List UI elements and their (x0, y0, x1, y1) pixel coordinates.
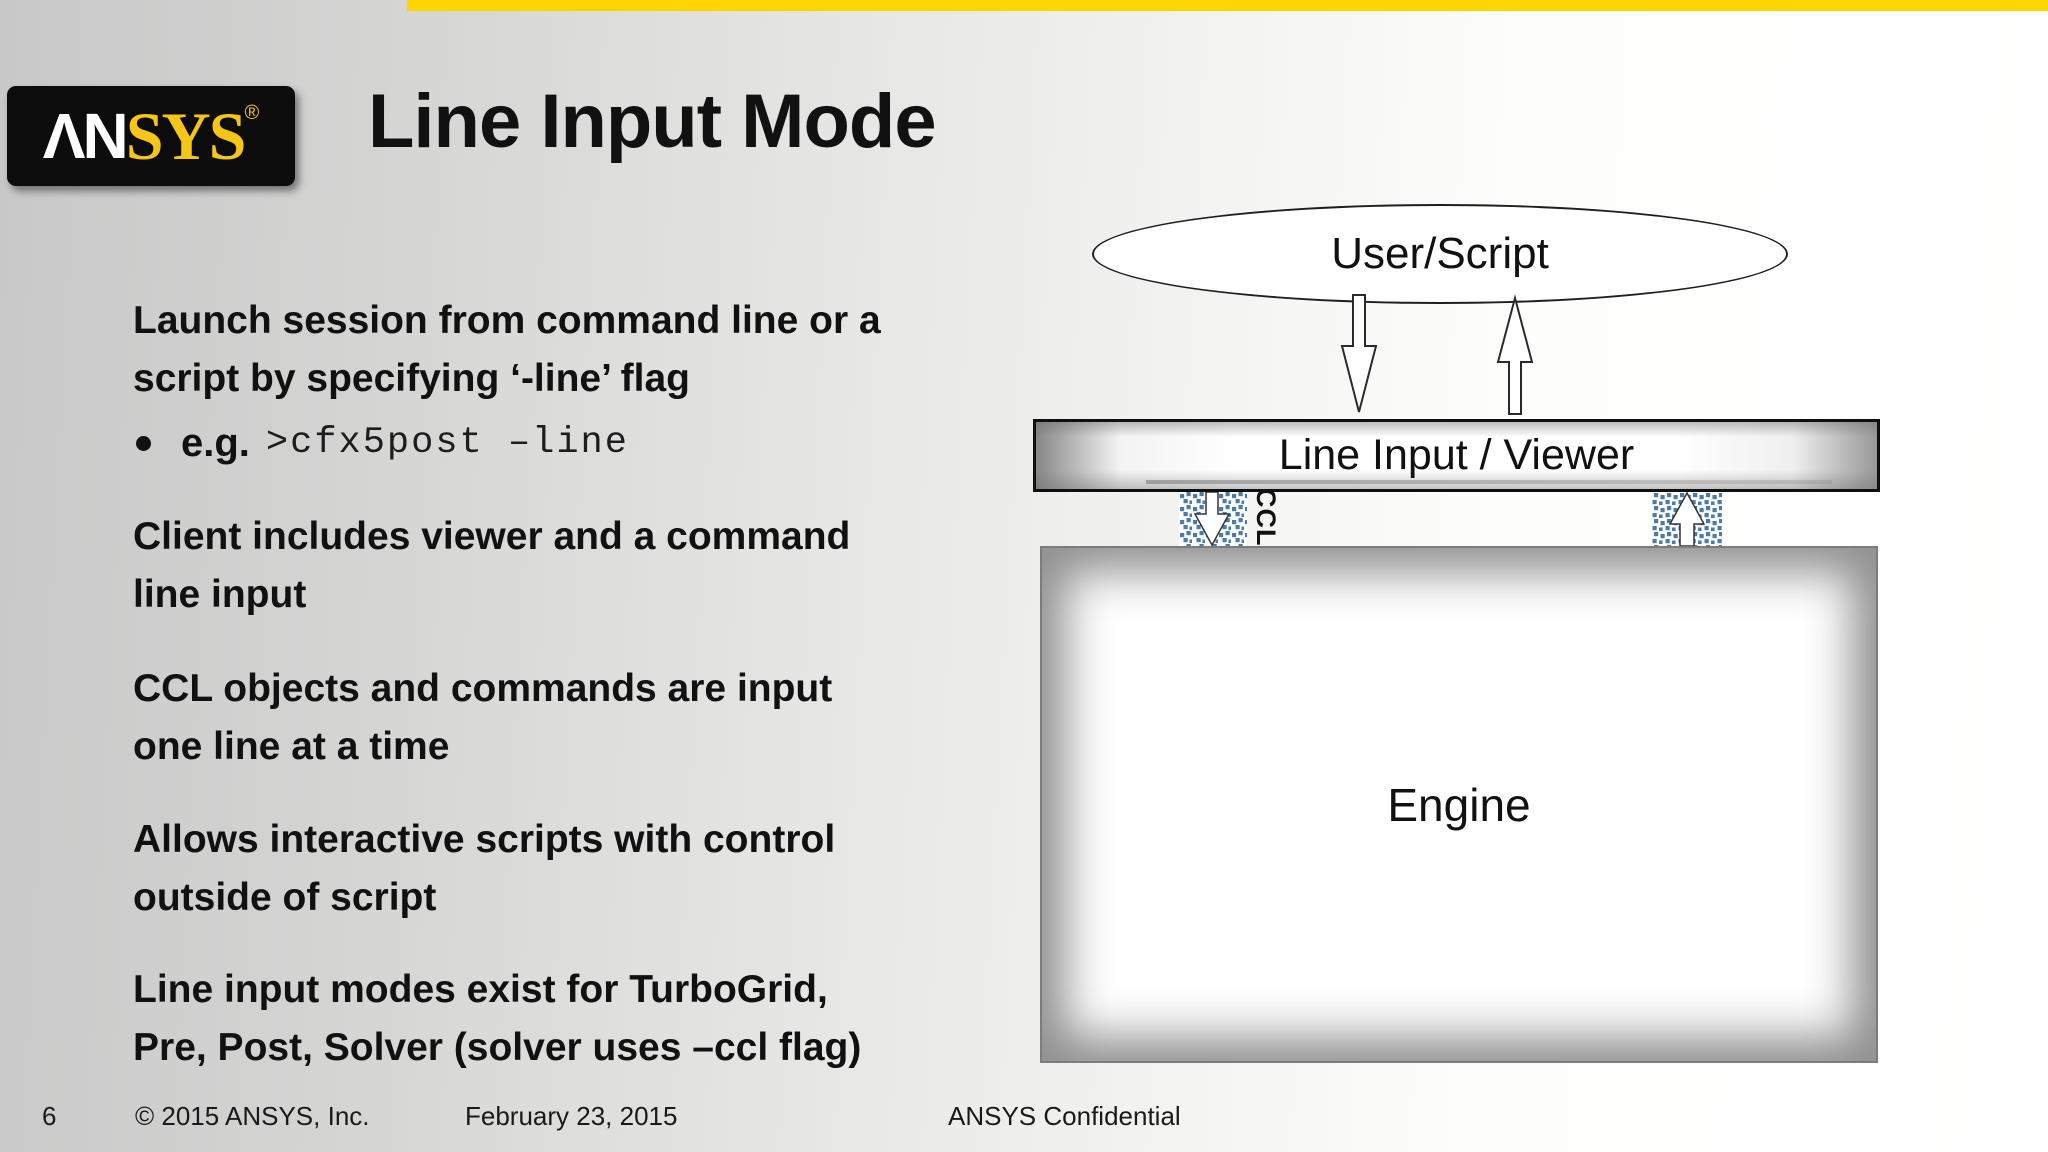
page-number: 6 (42, 1101, 57, 1131)
arrow-up-icon (1496, 294, 1534, 415)
paragraph-line: Allows interactive scripts with control (133, 818, 836, 861)
paragraph-line: Launch session from command line or a (133, 299, 881, 342)
confidential-text: ANSYS Confidential (948, 1101, 1181, 1131)
paragraph-line: Client includes viewer and a command (133, 515, 851, 558)
engine-box: Engine (1040, 546, 1878, 1063)
body-paragraph-3: CCL objects and commands are input one l… (133, 660, 832, 776)
engine-label: Engine (1387, 778, 1531, 831)
logo-text-an: ΛN (42, 100, 129, 172)
ccl-label: CCL (1251, 488, 1281, 547)
command-code: >cfx5post –line (265, 422, 629, 464)
arrow-down-icon (1340, 294, 1378, 413)
paragraph-line: line input (133, 573, 307, 616)
copyright-text: © 2015 ANSYS, Inc. (135, 1101, 370, 1131)
logo-text-sys: SYS (125, 97, 247, 174)
line-input-viewer-label: Line Input / Viewer (1278, 431, 1635, 479)
paragraph-line: script by specifying ‘-line’ flag (133, 357, 690, 400)
page-title: Line Input Mode (368, 79, 937, 164)
ansys-logo: ΛN SYS ® (7, 86, 295, 186)
bullet-icon (136, 435, 151, 451)
body-paragraph-4: Allows interactive scripts with control … (133, 811, 835, 927)
paragraph-line: Line input modes exist for TurboGrid, (133, 968, 828, 1011)
body-paragraph-2: Client includes viewer and a command lin… (133, 508, 850, 624)
ccl-arrow-down-icon (1179, 492, 1247, 546)
paragraph-line: one line at a time (133, 725, 450, 768)
registered-mark-icon: ® (244, 102, 260, 124)
ccl-arrow-up-icon (1652, 492, 1722, 546)
body-paragraph-5: Line input modes exist for TurboGrid, Pr… (133, 961, 861, 1077)
user-script-ellipse: User/Script (1092, 204, 1788, 304)
top-accent-bar (407, 0, 2048, 11)
paragraph-line: Pre, Post, Solver (solver uses –ccl flag… (133, 1026, 862, 1069)
paragraph-line: CCL objects and commands are input (133, 667, 833, 710)
flow-arrows-icon (1340, 294, 1534, 415)
example-row: e.g. >cfx5post –line (136, 416, 629, 470)
paragraph-line: outside of script (133, 876, 437, 919)
example-label: e.g. (181, 420, 250, 465)
body-paragraph-1: Launch session from command line or a sc… (133, 292, 881, 408)
date-text: February 23, 2015 (465, 1101, 678, 1131)
line-input-viewer-bar: Line Input / Viewer (1033, 419, 1880, 492)
user-script-label: User/Script (1331, 229, 1549, 278)
